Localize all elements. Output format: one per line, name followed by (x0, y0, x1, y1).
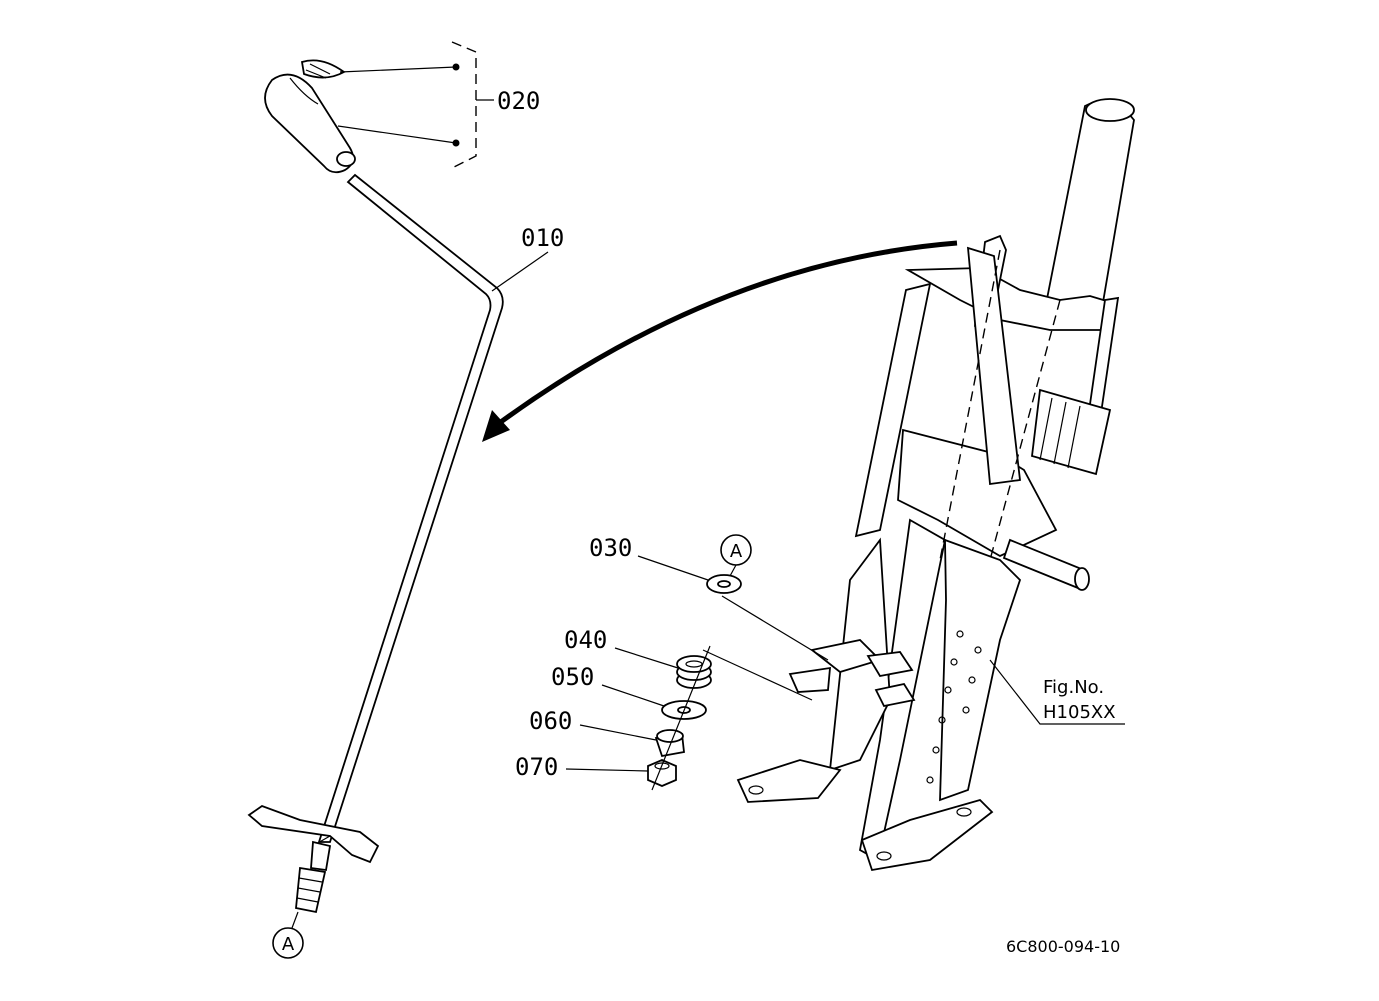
drawing-code: 6C800-094-10 (1006, 937, 1120, 956)
hardware-axis (651, 595, 829, 791)
leader-030 (637, 555, 709, 581)
leader-060 (579, 724, 657, 741)
marker-a-bottom-text: A (282, 934, 295, 955)
part-label-060: 060 (529, 707, 572, 735)
part-label-020: 020 (497, 87, 540, 115)
figure-reference: Fig.No. H105XX (989, 659, 1125, 725)
part-label-010: 010 (521, 224, 564, 252)
part-label-050: 050 (551, 663, 594, 691)
leader-050 (601, 684, 665, 707)
part-label-070: 070 (515, 753, 558, 781)
part-label-040: 040 (564, 626, 607, 654)
nut-070 (647, 759, 677, 787)
leader-040 (614, 647, 679, 669)
marker-a-top: A (720, 534, 752, 577)
label-020-bracket (337, 41, 494, 169)
leader-010 (491, 251, 549, 292)
fig-ref-line1: Fig.No. (1043, 677, 1104, 698)
marker-a-top-text: A (730, 541, 743, 562)
marker-a-bottom: A (272, 911, 304, 959)
assembly-arrow (482, 240, 958, 442)
spring-washer-040 (676, 655, 712, 689)
bushing-060 (654, 729, 685, 758)
washer-030 (706, 574, 742, 594)
part-label-030: 030 (589, 534, 632, 562)
frame-assembly (736, 98, 1135, 872)
lever-rod (247, 173, 504, 914)
leader-070 (565, 768, 649, 772)
fig-ref-line2: H105XX (1043, 702, 1116, 723)
knob (264, 59, 356, 174)
